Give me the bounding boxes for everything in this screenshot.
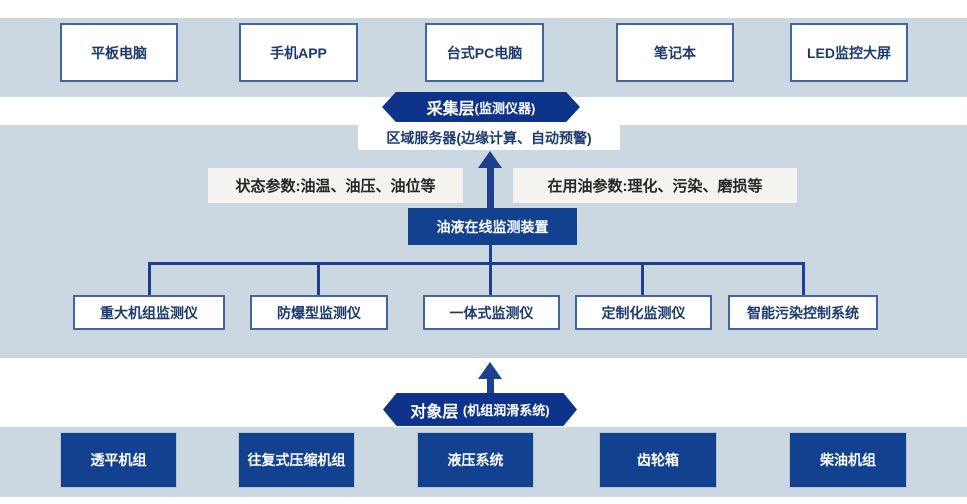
collection-layer-subtitle: (监测仪器): [474, 100, 536, 116]
object-up-arrow-shaft: [487, 377, 494, 394]
status-parameters-label: 状态参数:油温、油压、油位等: [208, 168, 463, 203]
equipment-box-diesel: 柴油机组: [789, 432, 907, 488]
device-box-led-screen: LED监控大屏: [790, 23, 908, 82]
monitor-box-pollution-control: 智能污染控制系统: [728, 295, 878, 330]
oil-monitoring-device-box: 油液在线监测装置: [408, 208, 577, 245]
oil-parameters-label: 在用油参数:理化、污染、磨损等: [513, 168, 797, 203]
connector-drop-5: [802, 262, 805, 295]
object-layer-subtitle: (机组润滑系统): [462, 403, 550, 418]
connector-drop-4: [641, 262, 644, 295]
collection-layer-banner: 采集层(监测仪器): [382, 92, 580, 122]
monitor-box-explosionproof: 防爆型监测仪: [250, 295, 388, 330]
monitor-box-major-unit: 重大机组监测仪: [73, 295, 225, 330]
equipment-box-gearbox: 齿轮箱: [599, 432, 717, 488]
monitor-box-customized: 定制化监测仪: [575, 295, 712, 330]
up-arrow-shaft: [487, 166, 494, 208]
connector-drop-1: [148, 262, 151, 295]
equipment-box-reciprocating: 往复式压缩机组: [238, 432, 355, 488]
connector-rail: [148, 262, 805, 265]
object-layer-title: 对象层: [410, 403, 459, 421]
equipment-box-turbine: 透平机组: [60, 432, 177, 488]
up-arrow-icon: [478, 151, 502, 168]
equipment-box-hydraulic: 液压系统: [417, 432, 534, 488]
connector-stem: [489, 245, 492, 263]
regional-server-box: 区域服务器(边缘计算、自动预警): [358, 125, 620, 150]
monitor-box-integrated: 一体式监测仪: [423, 295, 560, 330]
device-box-desktop-pc: 台式PC电脑: [425, 23, 544, 82]
connector-drop-3: [489, 262, 492, 295]
connector-drop-2: [317, 262, 320, 295]
object-up-arrow-icon: [478, 362, 502, 379]
object-layer-banner: 对象层 (机组润滑系统): [383, 393, 577, 426]
device-box-tablet: 平板电脑: [60, 23, 178, 82]
device-box-laptop: 笔记本: [616, 23, 734, 82]
device-box-mobile-app: 手机APP: [239, 23, 358, 82]
collection-layer-title: 采集层: [426, 101, 475, 118]
